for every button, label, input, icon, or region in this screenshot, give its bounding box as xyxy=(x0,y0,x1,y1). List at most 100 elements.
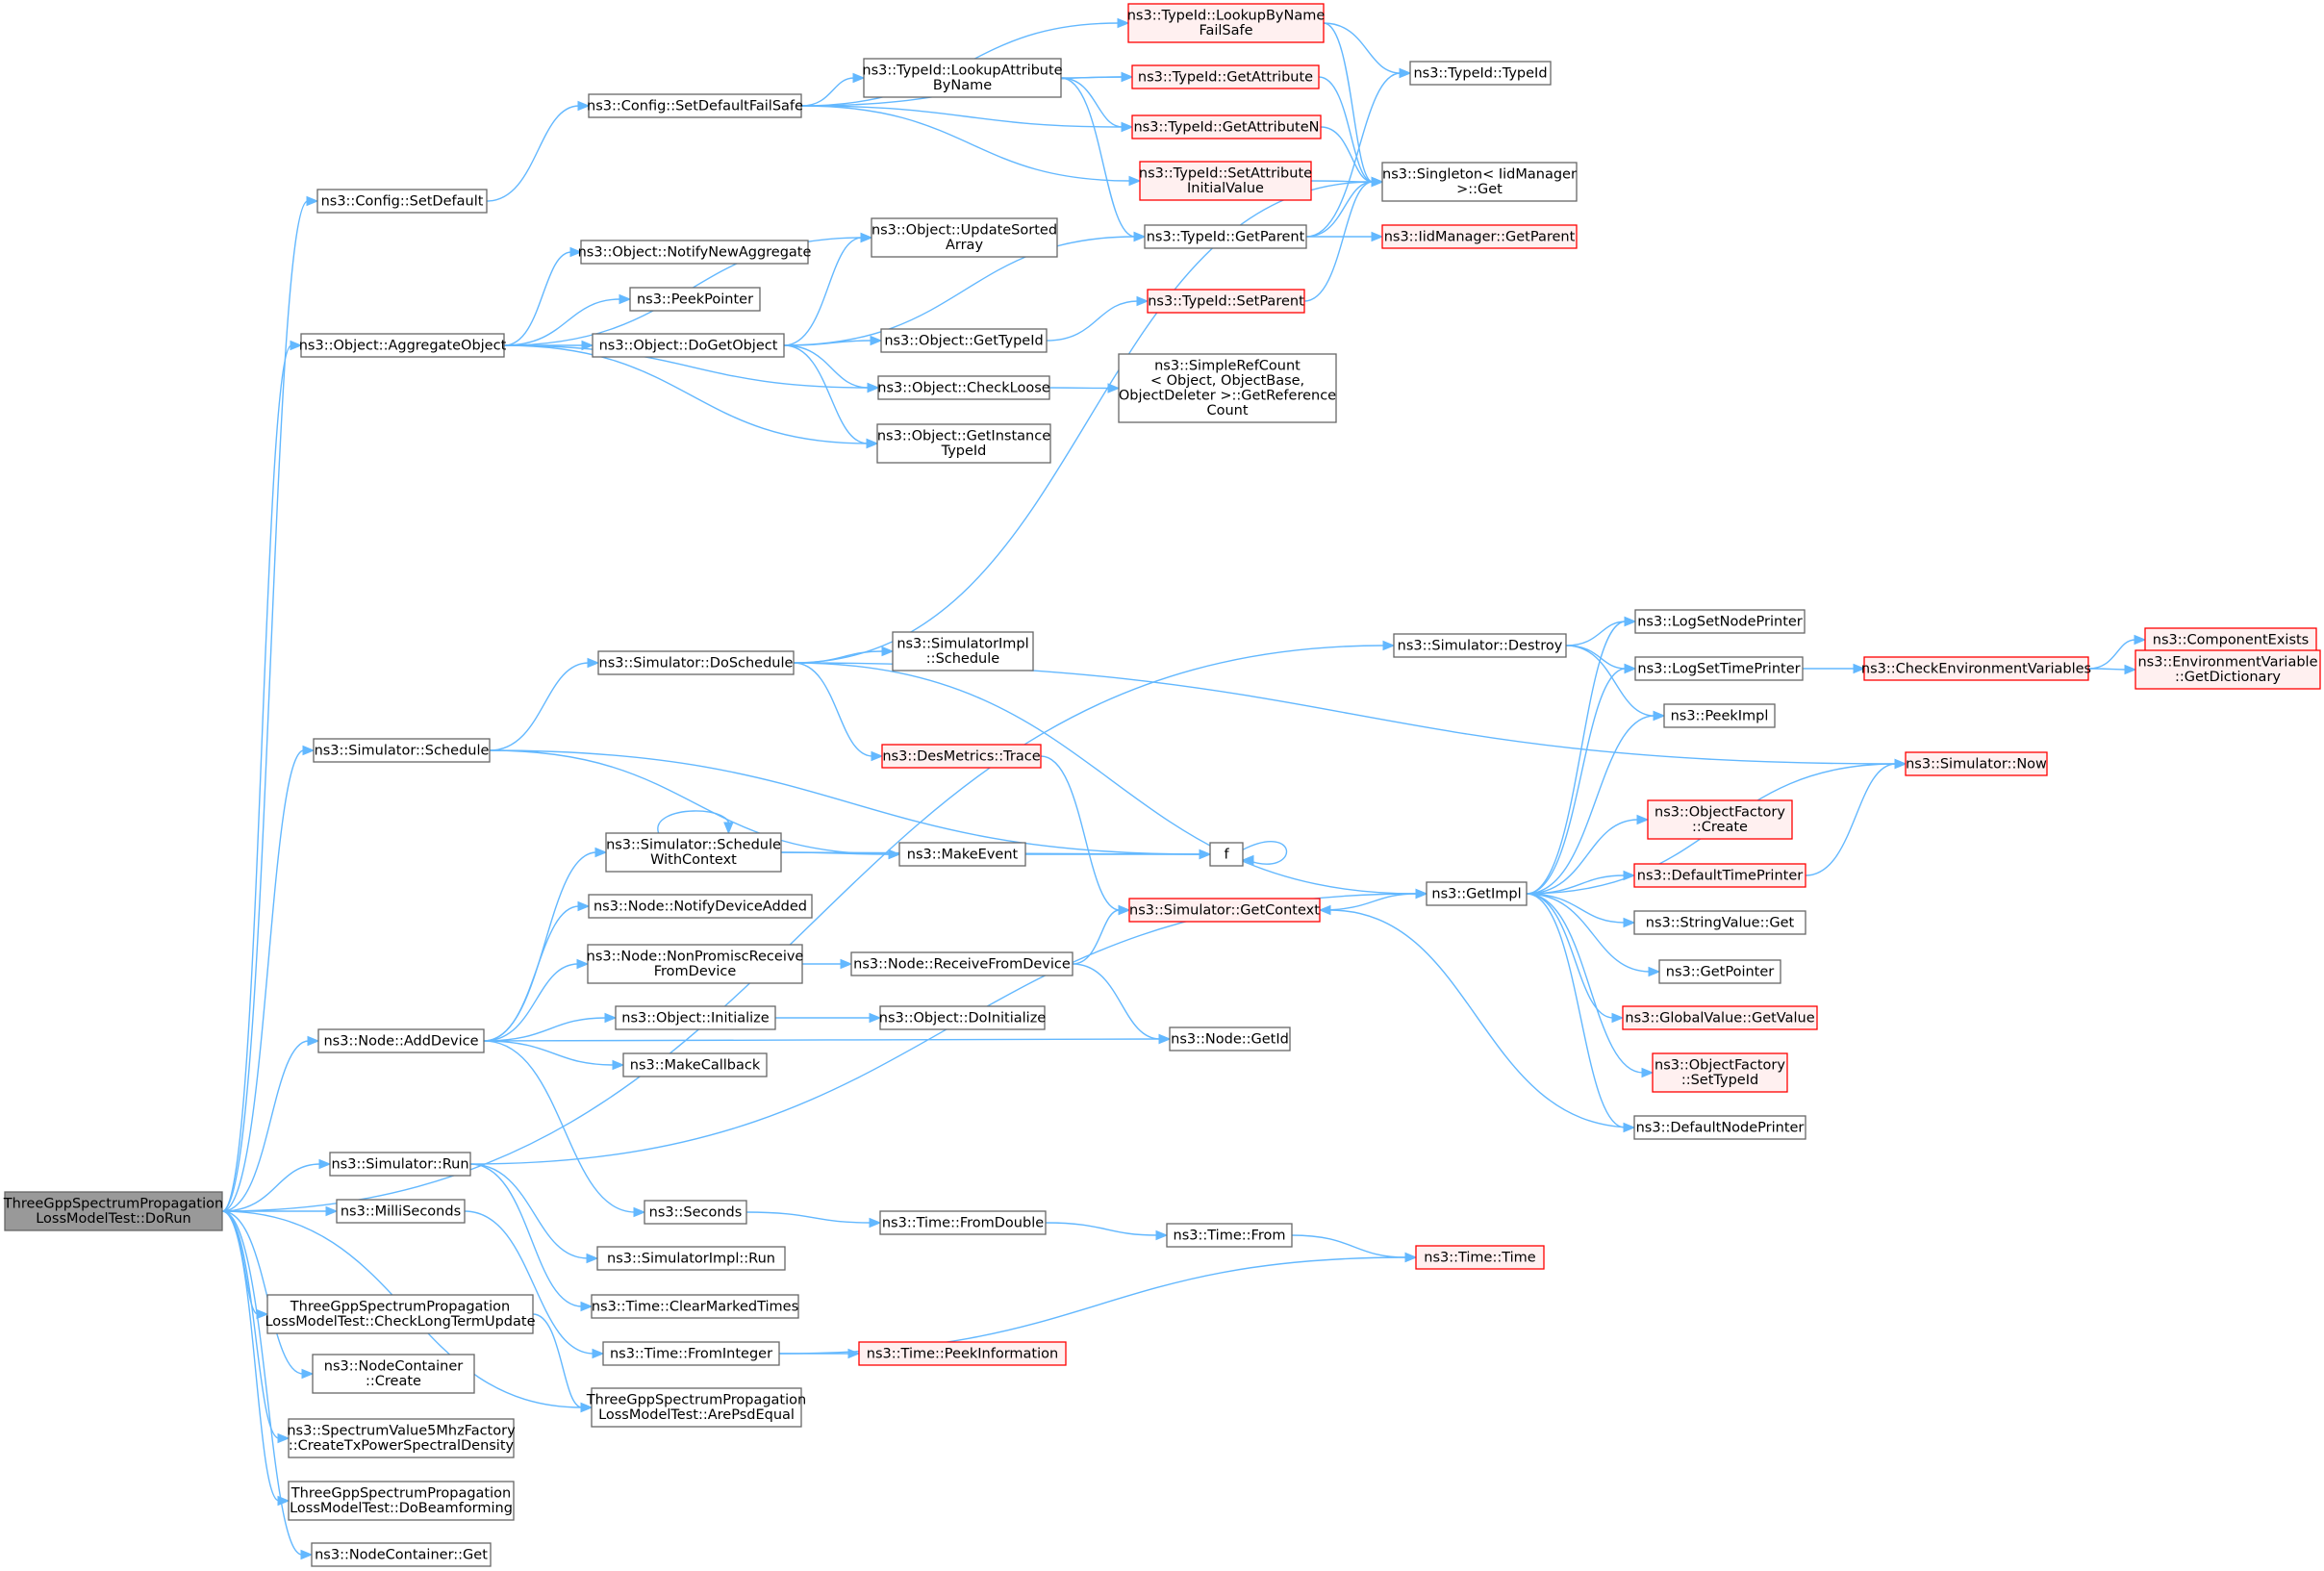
node-simplerefcount[interactable]: ns3::SimpleRefCount< Object, ObjectBase,… xyxy=(1118,353,1337,423)
node-box xyxy=(1147,289,1305,314)
node-label-line: Count xyxy=(1206,403,1248,418)
node-box xyxy=(592,333,785,358)
node-sim_destroy[interactable]: ns3::Simulator::Destroy xyxy=(1393,633,1567,658)
node-simimpl_run[interactable]: ns3::SimulatorImpl::Run xyxy=(596,1246,786,1271)
edge-tid_lookupattr-to-tid_getparent xyxy=(1060,77,1147,242)
node-node_notifydevadded[interactable]: ns3::Node::NotifyDeviceAdded xyxy=(588,894,813,919)
edge-tid_getparent-to-tid_typeid xyxy=(1305,67,1412,238)
node-nodecontainer_get[interactable]: ns3::NodeContainer::Get xyxy=(311,1542,492,1567)
node-log_settimeprinter[interactable]: ns3::LogSetTimePrinter xyxy=(1634,656,1804,681)
node-checkenv[interactable]: ns3::CheckEnvironmentVariables xyxy=(1861,656,2091,681)
node-obj_checkloose[interactable]: ns3::Object::CheckLoose xyxy=(877,375,1050,400)
node-label-line: < Object, ObjectBase, xyxy=(1150,373,1304,389)
edge-root-to-obj_aggregate xyxy=(221,340,303,1212)
node-createtxpsd[interactable]: ns3::SpectrumValue5MhzFactory::CreateTxP… xyxy=(287,1418,516,1458)
node-desmetrics_trace[interactable]: ns3::DesMetrics::Trace xyxy=(881,744,1042,769)
edge-tid_lookupattr-to-tid_getattr xyxy=(1060,71,1134,83)
node-box xyxy=(1633,863,1806,888)
node-defaulttimeprinter[interactable]: ns3::DefaultTimePrinter xyxy=(1633,863,1806,888)
node-tid_getparent[interactable]: ns3::TypeId::GetParent xyxy=(1144,224,1307,249)
node-envvar_getdict[interactable]: ns3::EnvironmentVariable::GetDictionary xyxy=(2135,649,2321,690)
node-getimpl[interactable]: ns3::GetImpl xyxy=(1426,881,1528,906)
node-f[interactable]: f xyxy=(1209,842,1244,867)
node-label-line: ns3::Simulator::Now xyxy=(1906,756,2047,772)
edge-tid_lookupbyname-to-tid_typeid xyxy=(1323,22,1412,79)
node-cfg_setdefault[interactable]: ns3::Config::SetDefault xyxy=(316,189,488,214)
node-makeevent[interactable]: ns3::MakeEvent xyxy=(898,842,1026,867)
edge-node_adddevice-to-obj_initialize xyxy=(483,1012,618,1042)
node-obj_doinitialize[interactable]: ns3::Object::DoInitialize xyxy=(879,1005,1047,1030)
node-objfactory_create[interactable]: ns3::ObjectFactory::Create xyxy=(1647,799,1793,840)
edge-obj_gettypeid-to-tid_setparent xyxy=(1046,295,1149,342)
node-label-line: ns3::Simulator::Destroy xyxy=(1398,638,1563,653)
node-stringvalue_get[interactable]: ns3::StringValue::Get xyxy=(1633,910,1806,935)
node-arepsdequal[interactable]: ThreeGppSpectrumPropagationLossModelTest… xyxy=(586,1387,806,1428)
node-time_clearmarked[interactable]: ns3::Time::ClearMarkedTimes xyxy=(591,1294,799,1319)
node-cfg_setdefaultfs[interactable]: ns3::Config::SetDefaultFailSafe xyxy=(587,93,803,118)
node-peekimpl[interactable]: ns3::PeekImpl xyxy=(1663,703,1776,728)
node-box xyxy=(1415,1245,1545,1270)
node-obj_gettypeid[interactable]: ns3::Object::GetTypeId xyxy=(880,328,1048,353)
node-time_fromdouble[interactable]: ns3::Time::FromDouble xyxy=(879,1210,1047,1235)
node-globalvalue_getvalue[interactable]: ns3::GlobalValue::GetValue xyxy=(1622,1005,1818,1030)
edge-obj_initialize-to-obj_doinitialize xyxy=(775,1012,882,1024)
node-tid_getattr[interactable]: ns3::TypeId::GetAttribute xyxy=(1131,64,1320,89)
node-label-line: ns3::ObjectFactory xyxy=(1655,1058,1785,1074)
node-singleton_get[interactable]: ns3::Singleton< IidManager>::Get xyxy=(1381,162,1578,202)
node-objfactory_settypeid[interactable]: ns3::ObjectFactory::SetTypeId xyxy=(1652,1052,1788,1093)
node-box xyxy=(1633,910,1806,935)
node-time_frominteger[interactable]: ns3::Time::FromInteger xyxy=(602,1341,780,1366)
node-sim_schedule[interactable]: ns3::Simulator::Schedule xyxy=(313,738,491,763)
node-milliseconds[interactable]: ns3::MilliSeconds xyxy=(336,1199,466,1224)
node-root[interactable]: ThreeGppSpectrumPropagationLossModelTest… xyxy=(3,1191,223,1231)
node-peekpointer[interactable]: ns3::PeekPointer xyxy=(629,287,761,312)
edge-sim_schedule-to-sim_doschedule xyxy=(489,657,600,751)
node-time_time[interactable]: ns3::Time::Time xyxy=(1415,1245,1545,1270)
edge-sim_run-to-simimpl_run xyxy=(469,1163,599,1264)
node-seconds[interactable]: ns3::Seconds xyxy=(644,1200,747,1225)
node-checklongterm[interactable]: ThreeGppSpectrumPropagationLossModelTest… xyxy=(265,1294,536,1334)
node-sim_now[interactable]: ns3::Simulator::Now xyxy=(1905,751,2048,776)
node-box xyxy=(879,1210,1047,1235)
node-label-line: ns3::GlobalValue::GetValue xyxy=(1625,1010,1814,1026)
node-componentexists[interactable]: ns3::ComponentExists xyxy=(2144,627,2317,652)
node-obj_aggregate[interactable]: ns3::Object::AggregateObject xyxy=(299,333,507,358)
node-node_getid[interactable]: ns3::Node::GetId xyxy=(1169,1026,1291,1052)
node-tid_setparent[interactable]: ns3::TypeId::SetParent xyxy=(1147,289,1305,314)
node-time_peekinfo[interactable]: ns3::Time::PeekInformation xyxy=(858,1341,1067,1366)
node-label-line: ::Create xyxy=(366,1374,421,1389)
node-tid_typeid[interactable]: ns3::TypeId::TypeId xyxy=(1409,61,1552,86)
node-node_adddevice[interactable]: ns3::Node::AddDevice xyxy=(317,1028,485,1053)
node-simimpl_schedule[interactable]: ns3::SimulatorImpl::Schedule xyxy=(892,631,1034,671)
node-log_setnodeprinter[interactable]: ns3::LogSetNodePrinter xyxy=(1634,609,1806,634)
node-dobeamforming[interactable]: ThreeGppSpectrumPropagationLossModelTest… xyxy=(288,1481,515,1521)
edge-node_recvfromdev-to-node_getid xyxy=(1072,963,1172,1045)
node-obj_notifynewagg[interactable]: ns3::Object::NotifyNewAggregate xyxy=(578,240,812,265)
node-sim_getcontext[interactable]: ns3::Simulator::GetContext xyxy=(1128,898,1321,923)
node-obj_initialize[interactable]: ns3::Object::Initialize xyxy=(615,1005,776,1030)
node-iid_getparent[interactable]: ns3::IidManager::GetParent xyxy=(1381,224,1578,249)
node-label-line: LossModelTest::ArePsdEqual xyxy=(598,1407,795,1423)
node-tid_getattrn[interactable]: ns3::TypeId::GetAttributeN xyxy=(1131,114,1322,139)
node-sim_run[interactable]: ns3::Simulator::Run xyxy=(329,1152,471,1177)
node-box xyxy=(1381,224,1578,249)
node-nodecontainer_create[interactable]: ns3::NodeContainer::Create xyxy=(312,1354,475,1394)
node-getpointer[interactable]: ns3::GetPointer xyxy=(1658,959,1781,984)
node-box xyxy=(336,1199,466,1224)
node-makecallback[interactable]: ns3::MakeCallback xyxy=(622,1052,768,1077)
node-defaultnodeprinter[interactable]: ns3::DefaultNodePrinter xyxy=(1633,1115,1806,1140)
node-obj_dogetobject[interactable]: ns3::Object::DoGetObject xyxy=(592,333,785,358)
edge-getimpl-to-getpointer xyxy=(1526,893,1661,977)
node-node_recvfromdev[interactable]: ns3::Node::ReceiveFromDevice xyxy=(850,951,1074,976)
node-sim_doschedule[interactable]: ns3::Simulator::DoSchedule xyxy=(597,650,795,675)
node-label-line: ns3::MakeEvent xyxy=(907,847,1019,862)
node-time_from[interactable]: ns3::Time::From xyxy=(1166,1223,1293,1248)
